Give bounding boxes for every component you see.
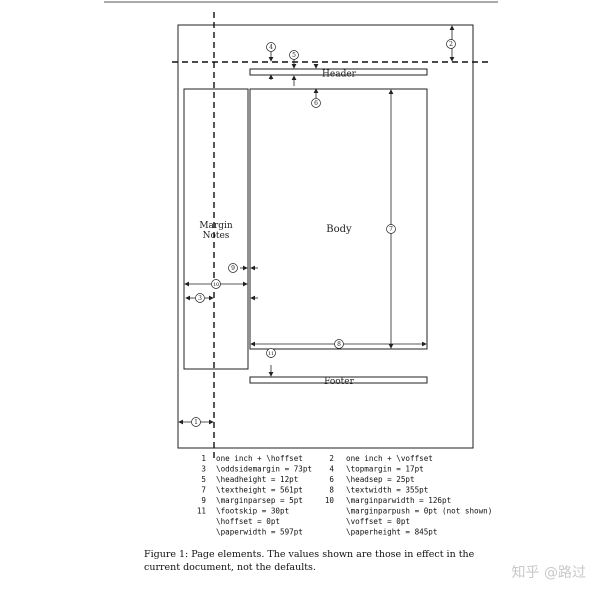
legend-row-5-text-left: \marginparsep = 5pt: [216, 496, 303, 505]
legend-row-1-num-right: 2: [329, 454, 334, 463]
callout-8-number: 8: [337, 341, 341, 348]
callout-4: 4: [266, 42, 276, 52]
watermark: 知乎 @路过: [511, 565, 586, 581]
legend-row-3-text-left: \headheight = 12pt: [216, 475, 298, 484]
callout-10: 10: [211, 279, 221, 289]
callout-7-number: 7: [389, 226, 393, 233]
body-box: [249, 88, 428, 350]
margin-notes-label-line1: Margin: [199, 221, 233, 231]
legend-row-4-text-right: \textwidth = 355pt: [346, 486, 428, 495]
legend-row-6-text-left: \footskip = 30pt: [216, 507, 289, 516]
callout-6: 6: [311, 98, 321, 108]
legend-row-6-num-left: 11: [197, 507, 207, 516]
legend-row-6-text-right: \marginparpush = 0pt (not shown): [346, 507, 492, 516]
legend-row-3-num-left: 5: [201, 475, 206, 484]
callout-3-number: 3: [198, 295, 202, 302]
legend-row-8-text-right: \paperheight = 845pt: [346, 528, 437, 537]
margin-notes-box: [183, 88, 249, 370]
legend-row-7-text-right: \voffset = 0pt: [346, 517, 410, 526]
callout-9-number: 9: [231, 265, 235, 272]
legend-row-1-num-left: 1: [201, 454, 206, 463]
legend-row-2-text-left: \oddsidemargin = 73pt: [216, 465, 312, 474]
legend-row-4-num-right: 8: [329, 486, 334, 495]
paper-outline: [177, 24, 474, 449]
legend-row-2-num-left: 3: [201, 465, 206, 474]
legend-row-1-text-left: one inch + \hoffset: [216, 454, 303, 463]
callout-1: 1: [191, 417, 201, 427]
legend-row-4-num-left: 7: [201, 486, 206, 495]
legend-row-3-num-right: 6: [329, 475, 334, 484]
legend-row-4-text-left: \textheight = 561pt: [216, 486, 303, 495]
callout-2-number: 2: [449, 41, 453, 48]
callout-11: 11: [266, 348, 276, 358]
margin-notes-label-line2: Notes: [203, 231, 230, 241]
footer-label: Footer: [324, 377, 355, 387]
callout-7: 7: [386, 224, 396, 234]
callout-5-number: 5: [292, 52, 296, 59]
legend-row-5-num-left: 9: [201, 496, 206, 505]
callout-10-number: 10: [213, 282, 219, 288]
header-label: Header: [322, 70, 357, 80]
callout-6-number: 6: [314, 100, 318, 107]
callout-5: 5: [289, 50, 299, 60]
callout-4-number: 4: [269, 44, 273, 51]
footer-box: [249, 376, 428, 384]
legend-table: 1 one inch + \hoffset 2 one inch + \voff…: [197, 454, 492, 537]
figure-caption: Figure 1: Page elements. The values show…: [144, 549, 475, 573]
callout-8: 8: [334, 339, 344, 349]
body-label: Body: [326, 224, 352, 235]
callout-11-number: 11: [268, 351, 274, 357]
callout-9: 9: [228, 263, 238, 273]
legend-row-5-num-right: 10: [325, 496, 335, 505]
legend-row-1-text-right: one inch + \voffset: [346, 454, 433, 463]
callout-3: 3: [195, 293, 205, 303]
legend-row-2-text-right: \topmargin = 17pt: [346, 465, 424, 474]
legend-row-3-text-right: \headsep = 25pt: [346, 475, 415, 484]
legend-row-5-text-right: \marginparwidth = 126pt: [346, 496, 451, 505]
header-box: [249, 68, 428, 76]
legend-row-2-num-right: 4: [329, 465, 334, 474]
callout-1-number: 1: [194, 419, 198, 426]
callout-2: 2: [446, 39, 456, 49]
legend-row-8-text-left: \paperwidth = 597pt: [216, 528, 303, 537]
legend-row-7-text-left: \hoffset = 0pt: [216, 517, 280, 526]
